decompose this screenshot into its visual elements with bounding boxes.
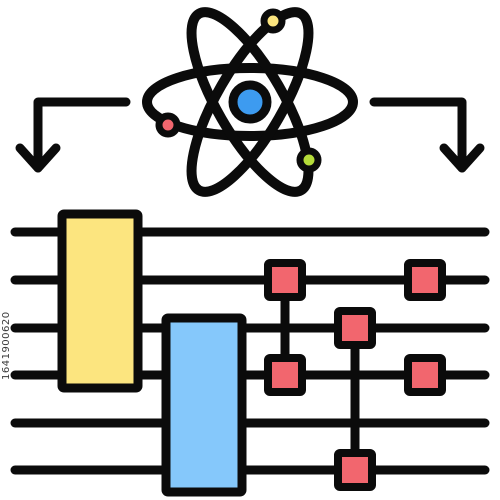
atom-orbit-tilted-left [186, 7, 314, 197]
electron-red [155, 112, 181, 138]
quantum-circuit-icon [10, 209, 490, 497]
atom-icon [142, 7, 358, 197]
atom-orbit-tilted-right [186, 7, 314, 197]
atom-nucleus [228, 80, 272, 124]
control-gate [404, 354, 446, 396]
control-gate [264, 354, 306, 396]
arrow-down-right-icon [369, 97, 485, 173]
gate-blue [161, 313, 247, 497]
atom-orbit-horizontal [142, 63, 358, 141]
electron-yellow [260, 8, 286, 34]
control-gate [334, 307, 376, 349]
arrow-down-left-icon [15, 97, 131, 173]
electron-green [296, 147, 322, 173]
control-gate [264, 259, 306, 301]
gate-yellow [57, 209, 143, 393]
control-gate [404, 259, 446, 301]
control-gate [334, 449, 376, 491]
control-gates [264, 259, 446, 491]
